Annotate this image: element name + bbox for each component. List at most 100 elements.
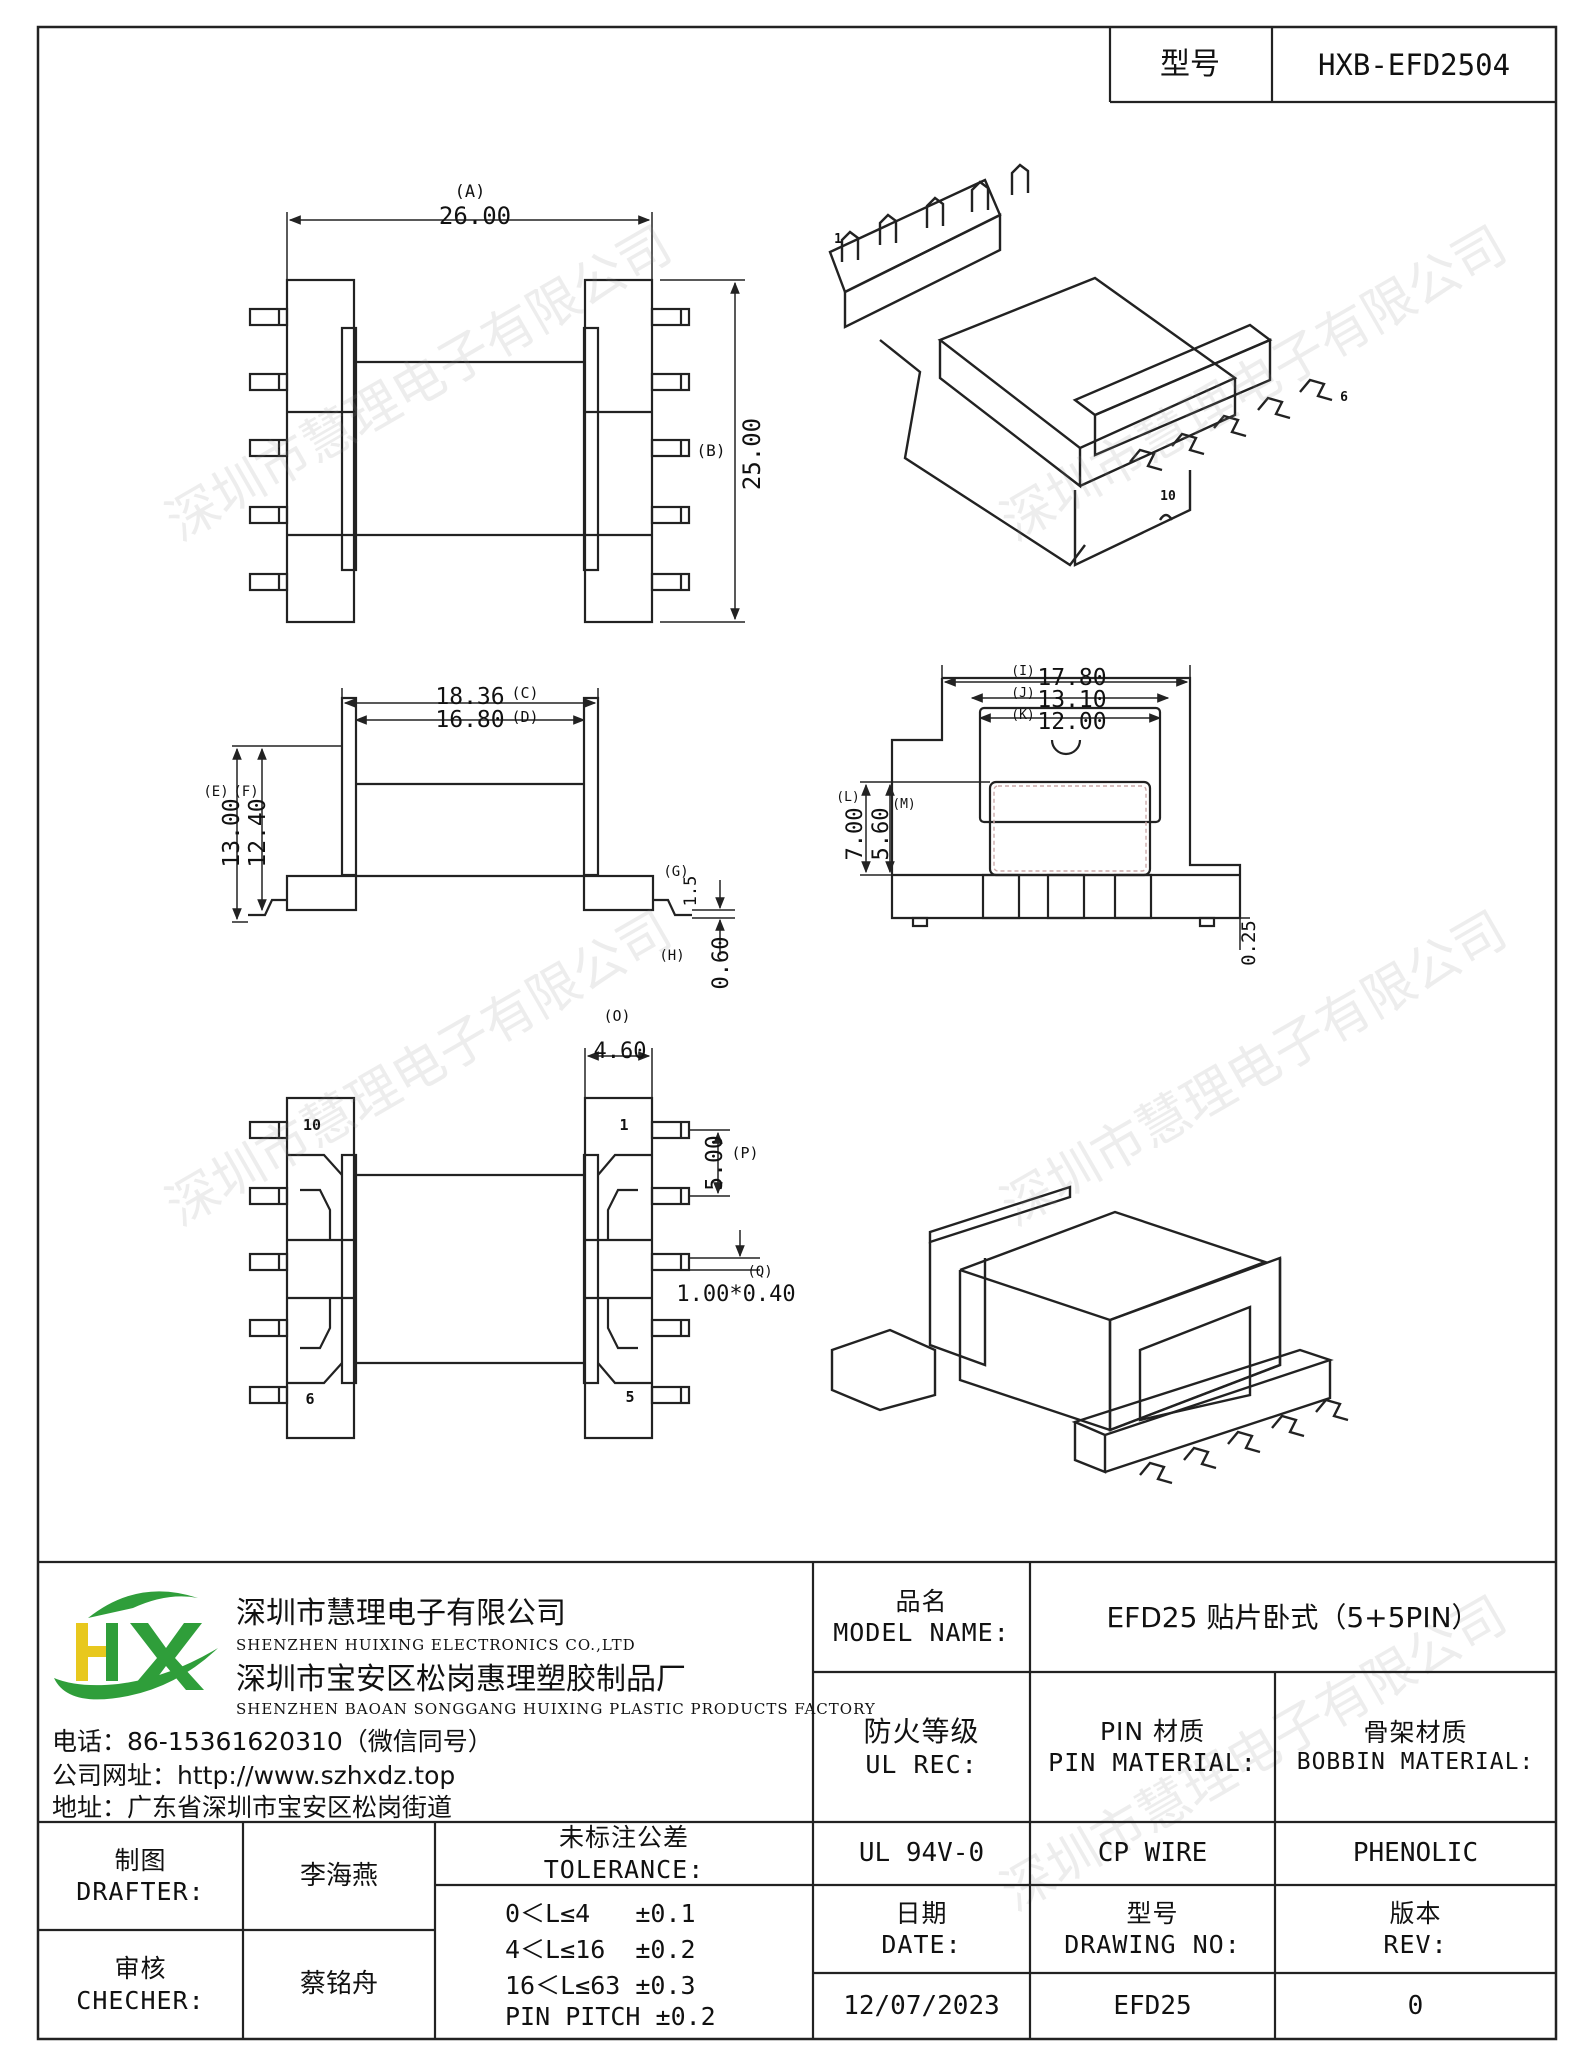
pin-label-6: 6 <box>305 1389 315 1408</box>
dim-I-label: (I) <box>1011 663 1035 679</box>
dim-A: 26.00 <box>438 202 512 230</box>
dim-P-label: (P) <box>731 1143 759 1162</box>
pin-stub <box>248 572 289 592</box>
logo-h-bar <box>76 1646 114 1657</box>
company-logo <box>54 1591 218 1700</box>
company-address: 地址：广东省深圳市宝安区松岗街道 <box>52 1793 453 1822</box>
iso-pin-foot <box>1213 414 1247 438</box>
tolerance-line: 0＜L≤4 ±0.1 <box>505 1899 696 1928</box>
pin-stub <box>650 1252 691 1272</box>
date-zh: 日期 <box>895 1898 948 1928</box>
pin-label-10: 10 <box>302 1115 322 1134</box>
logo-swoosh-bottom <box>54 1648 218 1700</box>
company-name-en-2: SHENZHEN BAOAN SONGGANG HUIXING PLASTIC … <box>236 1700 876 1718</box>
isometric-view-bottom <box>830 1185 1349 1485</box>
dim-J: 13.10 <box>1037 686 1107 713</box>
pin-stub <box>650 1318 691 1338</box>
company-phone: 电话：86-15361620310（微信同号） <box>52 1727 493 1756</box>
company-name-zh-2: 深圳市宝安区松岗惠理塑胶制品厂 <box>236 1662 686 1697</box>
iso-pin-foot <box>1299 378 1333 402</box>
ul-rec-label: 防火等级 UL REC: <box>813 1672 1030 1822</box>
iso-pin-label-1: 1 <box>834 231 842 247</box>
iso-pin-foot <box>1129 448 1163 472</box>
dim-F-label: (F) <box>233 784 259 801</box>
dim-Q-label: (Q) <box>747 1264 773 1281</box>
iso-pin-foot <box>1183 1446 1217 1470</box>
iso-pin-foot <box>1315 1398 1349 1422</box>
pin-stub <box>650 505 691 525</box>
iso-pin-label-6: 6 <box>1340 389 1348 405</box>
pin-stub <box>248 1252 289 1272</box>
tolerance-line: 4＜L≤16 ±0.2 <box>505 1935 696 1964</box>
company-name-zh-1: 深圳市慧理电子有限公司 <box>236 1596 566 1631</box>
model-name-en: MODEL NAME: <box>833 1618 1010 1647</box>
pin-material-en: PIN MATERIAL: <box>1048 1748 1257 1777</box>
dim-B-label: (B) <box>696 441 726 460</box>
ul-rec-value: UL 94V-0 <box>858 1838 985 1869</box>
front-view <box>860 665 1250 950</box>
header-model-label: 型号 <box>1160 47 1220 83</box>
dim-Q: 1.00*0.40 <box>676 1282 796 1308</box>
pin-stub <box>650 438 691 458</box>
tolerance-zh: 未标注公差 <box>558 1823 689 1853</box>
dim-K-label: (K) <box>1011 707 1035 723</box>
dim-G-label: (G) <box>663 864 689 881</box>
pin-stub <box>248 438 289 458</box>
bobbin-material-en: BOBBIN MATERIAL: <box>1296 1749 1535 1776</box>
iso-pin-hook <box>970 180 990 212</box>
dim-A-label: (A) <box>454 182 486 203</box>
dim-O-label: (O) <box>603 1006 631 1025</box>
drawing-no-en: DRAWING NO: <box>1064 1930 1241 1959</box>
drafter-zh: 制图 <box>114 1845 167 1875</box>
pin-stub <box>650 572 691 592</box>
header-model-value: HXB-EFD2504 <box>1317 47 1511 82</box>
dim-K: 12.00 <box>1037 708 1107 735</box>
pin-material-value: CP WIRE <box>1097 1838 1208 1869</box>
ul-rec-en: UL REC: <box>865 1749 978 1779</box>
company-website: 公司网址：http://www.szhxdz.top <box>52 1761 456 1790</box>
rev-en: REV: <box>1383 1930 1448 1959</box>
side-view <box>232 688 735 955</box>
iso-pin-foot <box>1227 1430 1261 1454</box>
date-value: 12/07/2023 <box>843 1990 1000 2021</box>
pin-stub <box>650 1186 691 1206</box>
logo-x <box>130 1623 204 1690</box>
bobbin-material-value: PHENOLIC <box>1352 1838 1479 1869</box>
dim-M-label: (M) <box>892 796 916 812</box>
pin-stub <box>248 1120 289 1140</box>
pin-stub <box>650 307 691 327</box>
top-view <box>248 212 745 624</box>
bottom-view <box>248 1048 760 1440</box>
dim-O: 4.60 <box>593 1039 647 1065</box>
dim-H-label: (H) <box>659 948 685 965</box>
dim-I: 17.80 <box>1037 664 1107 691</box>
pin-stub <box>248 372 289 392</box>
company-name-en-1: SHENZHEN HUIXING ELECTRONICS CO.,LTD <box>236 1636 636 1654</box>
dim-C-label: (C) <box>511 683 539 702</box>
drawing-no-label: 型号 DRAWING NO: <box>1030 1885 1275 1973</box>
iso-pin-foot <box>1271 1414 1305 1438</box>
iso-pin-hook <box>840 230 860 262</box>
isometric-view-top <box>828 163 1333 567</box>
iso-pin-hook <box>1010 163 1030 195</box>
tolerance-label: 未标注公差 TOLERANCE: <box>435 1822 813 1885</box>
pin-material-label: PIN 材质 PIN MATERIAL: <box>1030 1672 1275 1822</box>
ul-rec-zh: 防火等级 <box>863 1714 980 1748</box>
iso-pin-hook <box>925 196 945 228</box>
pin-label-1: 1 <box>619 1115 629 1134</box>
dim-E-label: (E) <box>203 784 229 801</box>
iso-pin-foot <box>1257 396 1291 420</box>
drawing-no-value: EFD25 <box>1113 1990 1192 2021</box>
outer-frame <box>36 25 1558 2041</box>
pin-stub <box>248 307 289 327</box>
iso-pin-foot <box>1171 432 1205 456</box>
date-en: DATE: <box>881 1930 962 1959</box>
pin-label-5: 5 <box>625 1387 635 1406</box>
pin-stub <box>248 505 289 525</box>
rev-value: 0 <box>1407 1990 1424 2021</box>
pin-material-zh: PIN 材质 <box>1099 1716 1206 1746</box>
dim-L-label: (L) <box>836 789 860 805</box>
checker-zh: 审核 <box>114 1954 167 1984</box>
